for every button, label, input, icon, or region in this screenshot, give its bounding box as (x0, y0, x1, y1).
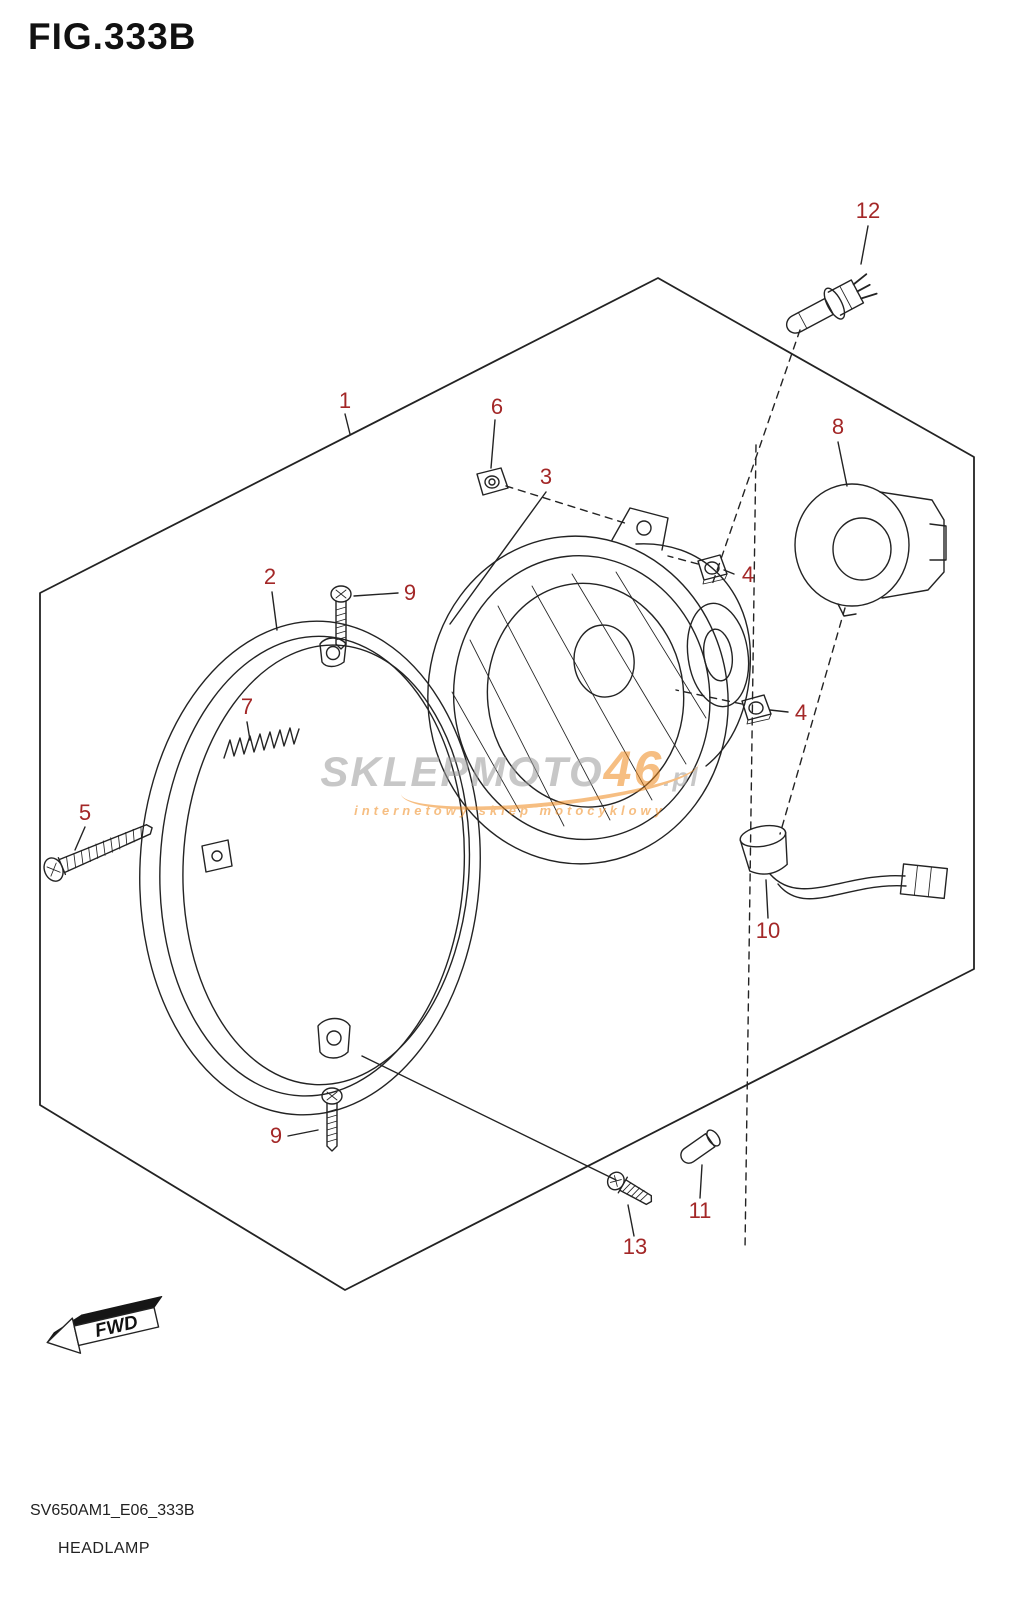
part-9-screw-top (330, 585, 352, 650)
part-2-rim (139, 620, 481, 1116)
callout-7: 7 (241, 694, 253, 719)
part-6-nut (476, 467, 509, 496)
construction-lines (361, 1055, 617, 1181)
callout-11: 11 (689, 1198, 712, 1223)
figure-title: FIG.333B (28, 16, 197, 57)
callout-leader-lines (74, 225, 869, 1237)
callout-2: 2 (264, 564, 276, 589)
part-1-housing-outline (39, 277, 975, 1291)
callout-13: 13 (623, 1234, 647, 1259)
fwd-arrow: FWD (46, 1295, 163, 1354)
callout-9-bottom: 9 (270, 1123, 282, 1148)
part-11-bulb (680, 1129, 721, 1164)
part-number-code: SV650AM1_E06_333B (30, 1502, 195, 1519)
callout-8: 8 (832, 414, 844, 439)
part-13-screw (606, 1171, 653, 1206)
part-8-socket-cover (794, 483, 947, 617)
callout-10: 10 (756, 918, 780, 943)
callout-9-top: 9 (404, 580, 416, 605)
part-10-socket-wire (739, 824, 949, 900)
figure-name: HEADLAMP (58, 1540, 151, 1557)
callout-4-lower: 4 (795, 700, 807, 725)
callout-6: 6 (491, 394, 503, 419)
part-4-nut-upper (697, 554, 728, 585)
callout-1: 1 (339, 388, 351, 413)
part-12-headlamp-bulb (785, 273, 878, 334)
part-7-spring (223, 727, 300, 759)
part-3-headlamp-unit (427, 507, 752, 865)
callout-4-upper: 4 (742, 562, 754, 587)
callout-3: 3 (540, 464, 552, 489)
part-5-screw (43, 824, 153, 882)
part-9-screw-bottom (321, 1087, 343, 1152)
part-4-nut-lower (741, 694, 772, 725)
callout-5: 5 (79, 800, 91, 825)
assembly-dashed-lines (505, 329, 846, 1251)
callout-12: 12 (856, 198, 880, 223)
